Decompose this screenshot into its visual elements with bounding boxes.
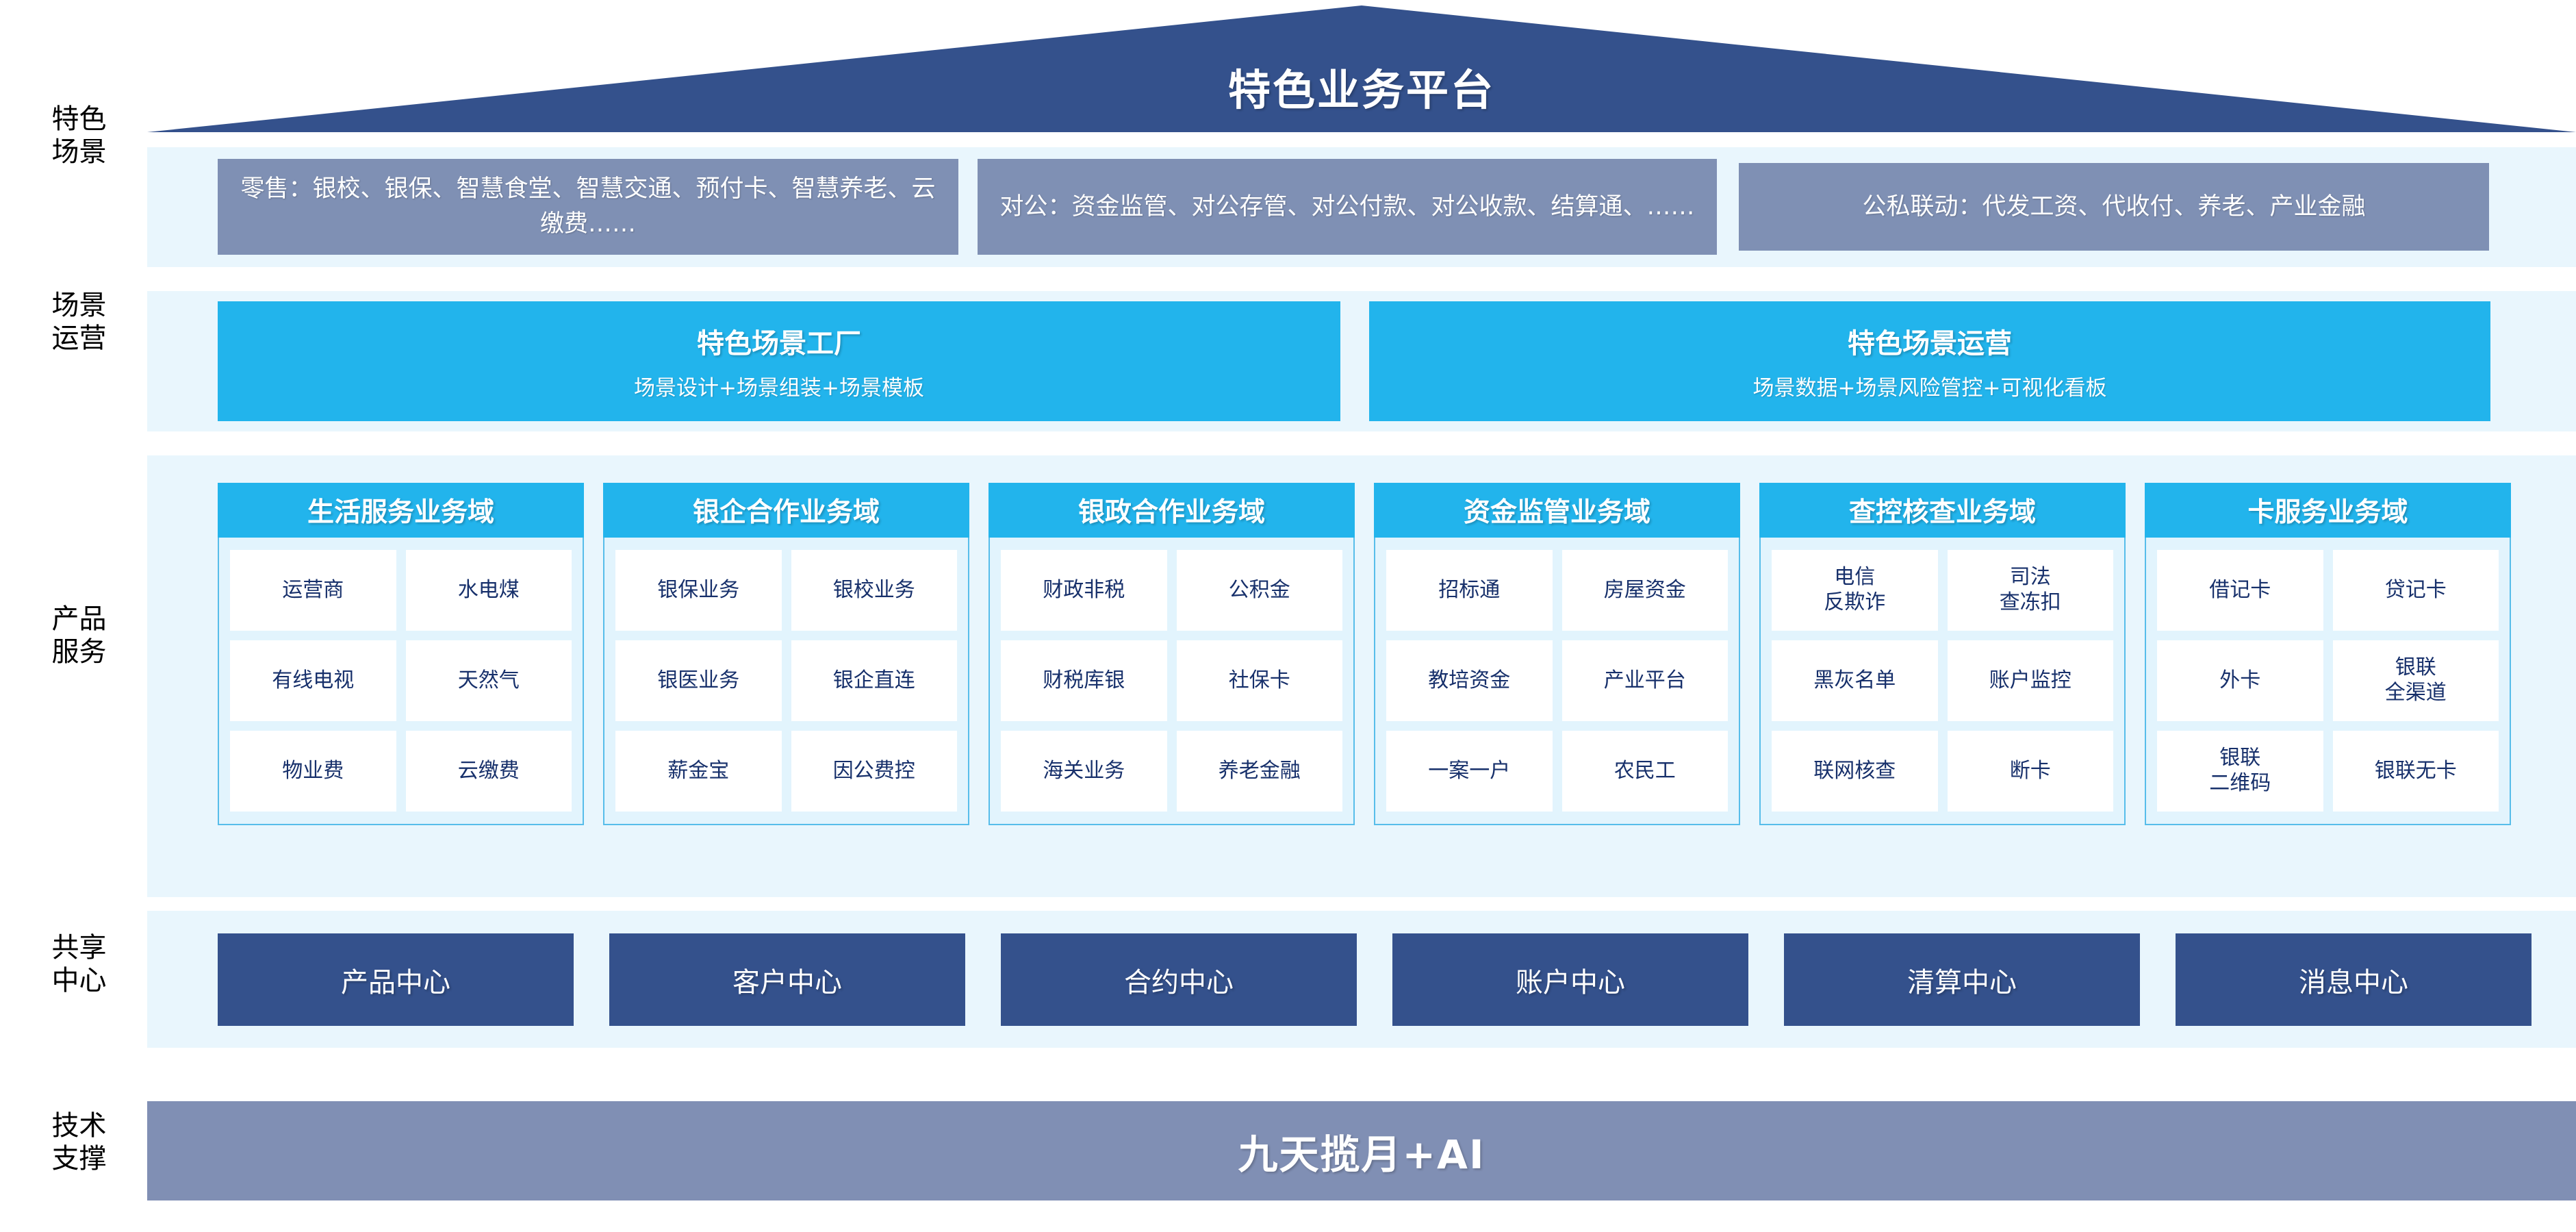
domain-item[interactable]: 借记卡 (2157, 550, 2323, 631)
row-label-scenario: 特色 场景 (51, 103, 107, 168)
domain-item[interactable]: 银医业务 (615, 640, 782, 721)
domain-item[interactable]: 教培资金 (1386, 640, 1553, 721)
domain-item[interactable]: 薪金宝 (615, 731, 782, 812)
domain-item[interactable]: 有线电视 (230, 640, 396, 721)
domain-item[interactable]: 招标通 (1386, 550, 1553, 631)
domain-title: 查控核查业务域 (1759, 483, 2126, 538)
domain-item[interactable]: 海关业务 (1001, 731, 1167, 812)
shared-center-message[interactable]: 消息中心 (2176, 933, 2532, 1026)
shared-center-account[interactable]: 账户中心 (1392, 933, 1748, 1026)
domain-items: 招标通 房屋资金 教培资金 产业平台 一案一户 农民工 (1374, 538, 1740, 825)
domain-items: 电信 反欺诈 司法 查冻扣 黑灰名单 账户监控 联网核查 断卡 (1759, 538, 2126, 825)
domain-items: 借记卡 贷记卡 外卡 银联 全渠道 银联 二维码 银联无卡 (2145, 538, 2511, 825)
domain-item[interactable]: 运营商 (230, 550, 396, 631)
domain-title: 卡服务业务域 (2145, 483, 2511, 538)
domain-title: 银企合作业务域 (603, 483, 969, 538)
page-title: 特色业务平台 (1227, 65, 1495, 115)
domain-items: 运营商 水电煤 有线电视 天然气 物业费 云缴费 (218, 538, 584, 825)
domain-items: 银保业务 银校业务 银医业务 银企直连 薪金宝 因公费控 (603, 538, 969, 825)
domain-item[interactable]: 黑灰名单 (1772, 640, 1938, 721)
domain-item[interactable]: 水电煤 (405, 550, 572, 631)
domain-item[interactable]: 财政非税 (1001, 550, 1167, 631)
domain-item[interactable]: 司法 查冻扣 (1947, 550, 2113, 631)
operation-title: 特色场景工厂 (697, 328, 861, 360)
domain-item[interactable]: 外卡 (2157, 640, 2323, 721)
shared-center-settlement[interactable]: 清算中心 (1784, 933, 2140, 1026)
shared-center-product[interactable]: 产品中心 (218, 933, 574, 1026)
operation-box-factory[interactable]: 特色场景工厂 场景设计+场景组装+场景模板 (218, 301, 1340, 421)
domain-item[interactable]: 银联 二维码 (2157, 731, 2323, 812)
domain-item[interactable]: 联网核查 (1772, 731, 1938, 812)
domain-item[interactable]: 断卡 (1947, 731, 2113, 812)
domain-item[interactable]: 贷记卡 (2332, 550, 2499, 631)
domain-item[interactable]: 一案一户 (1386, 731, 1553, 812)
domain-card-bank-government[interactable]: 银政合作业务域 财政非税 公积金 财税库银 社保卡 海关业务 养老金融 (989, 483, 1355, 825)
scenario-box-retail[interactable]: 零售：银校、银保、智慧食堂、智慧交通、预付卡、智慧养老、云缴费…… (218, 159, 958, 255)
domain-title: 资金监管业务域 (1374, 483, 1740, 538)
domain-item[interactable]: 因公费控 (791, 731, 957, 812)
domain-item[interactable]: 农民工 (1561, 731, 1728, 812)
shared-center-contract[interactable]: 合约中心 (1001, 933, 1357, 1026)
domain-item[interactable]: 云缴费 (405, 731, 572, 812)
domain-title: 生活服务业务域 (218, 483, 584, 538)
domain-item[interactable]: 公积金 (1176, 550, 1342, 631)
shared-center-customer[interactable]: 客户中心 (609, 933, 965, 1026)
domain-card-life[interactable]: 生活服务业务域 运营商 水电煤 有线电视 天然气 物业费 云缴费 (218, 483, 584, 825)
domain-item[interactable]: 物业费 (230, 731, 396, 812)
domain-item[interactable]: 养老金融 (1176, 731, 1342, 812)
domain-item[interactable]: 财税库银 (1001, 640, 1167, 721)
scenario-box-linkage[interactable]: 公私联动：代发工资、代收付、养老、产业金融 (1739, 163, 2489, 251)
domain-card-bank-enterprise[interactable]: 银企合作业务域 银保业务 银校业务 银医业务 银企直连 薪金宝 因公费控 (603, 483, 969, 825)
domain-title: 银政合作业务域 (989, 483, 1355, 538)
domain-items: 财政非税 公积金 财税库银 社保卡 海关业务 养老金融 (989, 538, 1355, 825)
domain-card-fund-supervision[interactable]: 资金监管业务域 招标通 房屋资金 教培资金 产业平台 一案一户 农民工 (1374, 483, 1740, 825)
domain-item[interactable]: 银企直连 (791, 640, 957, 721)
row-label-product: 产品 服务 (51, 603, 107, 668)
domain-item[interactable]: 产业平台 (1561, 640, 1728, 721)
operation-subtitle: 场景设计+场景组装+场景模板 (634, 376, 924, 401)
row-label-operation: 场景 运营 (51, 290, 107, 354)
operation-title: 特色场景运营 (1848, 328, 2012, 360)
scenario-box-corporate[interactable]: 对公：资金监管、对公存管、对公付款、对公收款、结算通、…… (978, 159, 1717, 255)
domain-item[interactable]: 账户监控 (1947, 640, 2113, 721)
row-label-tech: 技术 支撑 (51, 1110, 107, 1174)
domain-item[interactable]: 银联无卡 (2332, 731, 2499, 812)
domain-item[interactable]: 银保业务 (615, 550, 782, 631)
operation-subtitle: 场景数据+场景风险管控+可视化看板 (1752, 376, 2107, 401)
domain-item[interactable]: 银联 全渠道 (2332, 640, 2499, 721)
row-label-shared: 共享 中心 (51, 932, 107, 996)
domain-card-card-service[interactable]: 卡服务业务域 借记卡 贷记卡 外卡 银联 全渠道 银联 二维码 银联无卡 (2145, 483, 2511, 825)
domain-item[interactable]: 房屋资金 (1561, 550, 1728, 631)
domain-card-investigation[interactable]: 查控核查业务域 电信 反欺诈 司法 查冻扣 黑灰名单 账户监控 联网核查 断卡 (1759, 483, 2126, 825)
tech-support-bar[interactable]: 九天揽月+AI (147, 1101, 2576, 1200)
domain-item[interactable]: 电信 反欺诈 (1772, 550, 1938, 631)
operation-box-operate[interactable]: 特色场景运营 场景数据+场景风险管控+可视化看板 (1369, 301, 2490, 421)
domain-item[interactable]: 银校业务 (791, 550, 957, 631)
domain-item[interactable]: 社保卡 (1176, 640, 1342, 721)
domain-item[interactable]: 天然气 (405, 640, 572, 721)
